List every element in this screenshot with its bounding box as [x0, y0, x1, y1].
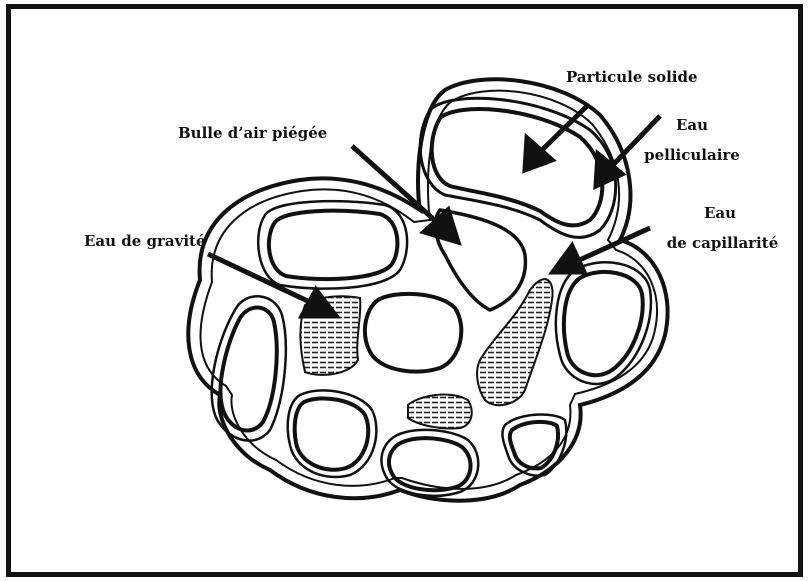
label-capillary-water-line2: de capillarité [665, 234, 780, 252]
solid-particle-large [432, 109, 603, 225]
solid-particle-right [564, 272, 643, 375]
label-film-water-line1: Eau [672, 116, 712, 134]
arrow-capillary-water-head [553, 246, 584, 272]
arrow-capillary-water [575, 228, 650, 262]
solid-particle-right-film [556, 262, 651, 384]
solid-particle-bottom-center [389, 438, 471, 490]
label-gravity-water: Eau de gravité [84, 232, 206, 250]
label-solid-particle: Particule solide [566, 68, 698, 86]
solid-particle-left [221, 307, 277, 430]
label-capillary-water-line1: Eau [700, 204, 740, 222]
solid-particle-center [365, 294, 461, 372]
label-film-water-line2: pelliculaire [642, 146, 742, 164]
label-trapped-air: Bulle d’air piégée [178, 124, 327, 142]
solid-particle-bottom-right [510, 422, 558, 468]
solid-particle-top-left [269, 211, 398, 279]
arrow-solid-particle [540, 106, 587, 152]
gravity-water-bottom [408, 395, 472, 429]
gravity-water-right [477, 279, 552, 405]
solid-particle-bottom-left [295, 398, 369, 469]
